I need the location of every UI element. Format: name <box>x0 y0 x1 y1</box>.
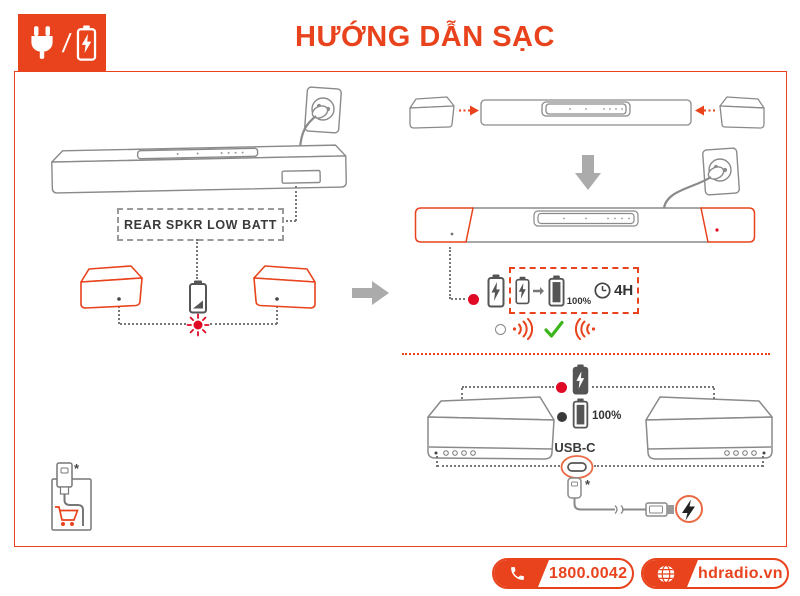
dotted-connector <box>120 323 186 325</box>
battery-low-icon <box>189 280 207 314</box>
globe-icon <box>643 560 698 587</box>
battery-charging-icon <box>487 274 505 308</box>
phone-badge[interactable]: 1800.0042 <box>492 558 634 589</box>
usb-plug-icon <box>56 462 73 488</box>
power-outlet-icon <box>298 86 342 150</box>
charge-time: 4H <box>614 282 634 299</box>
website-badge[interactable]: hdradio.vn <box>641 558 789 589</box>
battery-full-percent: 100% <box>592 410 622 422</box>
phone-icon <box>494 560 549 587</box>
blinking-led-icon <box>186 313 210 337</box>
dotted-connector <box>281 220 296 222</box>
battery-charging-icon <box>515 276 530 305</box>
cable-note-mark: * <box>585 477 591 492</box>
dotted-connector <box>436 456 438 467</box>
section-divider <box>402 353 770 355</box>
content-frame <box>14 71 787 547</box>
battery-full-icon <box>548 274 565 307</box>
dotted-connector <box>276 303 278 324</box>
cable-purchase-note <box>51 462 92 531</box>
wireless-waves-icon <box>574 318 596 340</box>
battery-full-percent: 100% <box>566 296 592 307</box>
accessory-note-mark: * <box>74 461 80 476</box>
rear-speaker <box>409 96 455 129</box>
wireless-waves-icon <box>512 318 534 340</box>
power-outlet-icon <box>662 147 740 209</box>
dotted-connector <box>210 323 277 325</box>
phone-number: 1800.0042 <box>549 564 628 582</box>
dotted-connector <box>196 239 198 279</box>
dotted-connector <box>592 386 714 388</box>
led-off-icon <box>495 323 506 335</box>
rear-speaker <box>80 265 143 309</box>
red-led-icon <box>468 294 479 305</box>
checkmark-icon <box>544 320 564 338</box>
red-led-icon <box>556 382 567 393</box>
display-message-box: REAR SPKR LOW BATT <box>117 208 284 241</box>
header-icon-box: / <box>18 14 106 72</box>
arrow-right-icon <box>352 281 389 305</box>
battery-charging-icon <box>572 364 589 395</box>
dotted-connector <box>295 186 297 221</box>
icon-separator: / <box>60 27 73 58</box>
dotted-connector <box>437 465 560 467</box>
small-arrow-icon <box>532 286 544 295</box>
rear-speaker <box>645 396 773 460</box>
usb-c-label: USB-C <box>554 440 596 455</box>
dotted-connector <box>594 465 763 467</box>
dotted-connector <box>461 388 463 399</box>
pairing-status-row <box>495 317 596 341</box>
rear-speaker <box>427 396 555 460</box>
usb-cable-icon <box>567 477 703 523</box>
battery-charging-icon <box>76 25 97 61</box>
rear-speaker <box>253 265 316 309</box>
charging-summary-box: 100% 4H <box>509 267 639 314</box>
shopping-cart-icon <box>55 506 79 521</box>
website-url: hdradio.vn <box>698 564 783 582</box>
dotted-connector <box>713 388 715 399</box>
dotted-arrow-icon <box>695 105 715 116</box>
clock-icon <box>594 282 611 299</box>
display-message-text: REAR SPKR LOW BATT <box>124 217 277 232</box>
soundbar <box>480 99 692 126</box>
soundbar-with-speakers <box>414 207 756 243</box>
rear-speaker <box>719 96 765 129</box>
battery-full-icon <box>572 398 589 429</box>
power-plug-icon <box>31 26 53 59</box>
usb-c-connector-icon <box>560 455 594 479</box>
page-title: HƯỚNG DẪN SẠC <box>295 21 555 53</box>
soundbar <box>51 144 347 194</box>
dark-led-icon <box>557 412 567 422</box>
dotted-connector <box>118 303 120 324</box>
arrow-down-icon <box>575 155 601 190</box>
dotted-connector <box>762 456 764 467</box>
dotted-connector <box>451 298 465 300</box>
dotted-connector <box>449 247 451 299</box>
dotted-connector <box>462 386 554 388</box>
dotted-arrow-icon <box>459 105 479 116</box>
